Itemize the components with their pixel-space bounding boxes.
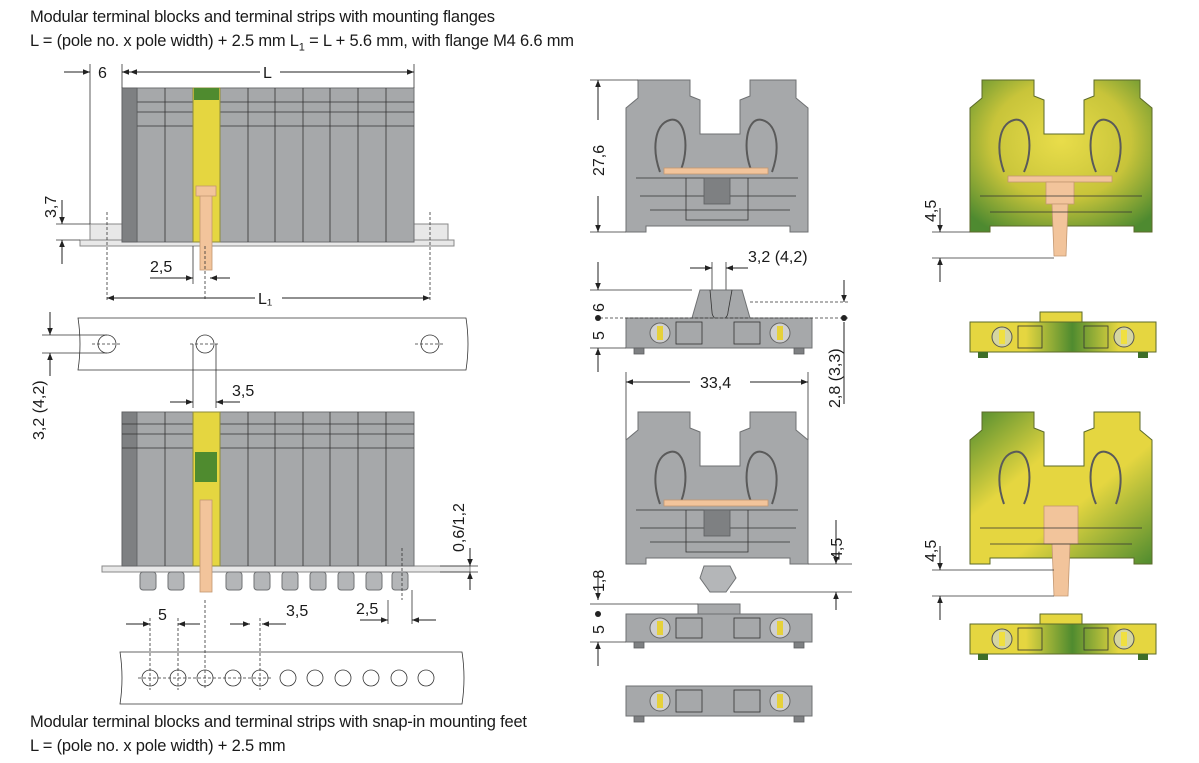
dim-slot-width: 3,2 (4,2) — [748, 249, 808, 266]
dim-length-L: L — [263, 65, 272, 82]
gray-block-snapin-top — [625, 603, 813, 649]
dim-pitch-2-5-b: 2,5 — [356, 601, 378, 618]
dim-pitch-3-5-a: 3,5 — [232, 383, 254, 400]
dim-ground-4-5-bottom: 4,5 — [923, 540, 940, 562]
dim-pitch-2-5-a: 2,5 — [150, 259, 172, 276]
ground-block-flange-side — [969, 79, 1153, 257]
dim-block-width: 33,4 — [700, 375, 731, 392]
dim-hole-offset: 3,2 (4,2) — [31, 380, 48, 440]
dim-foot-4-5-a: 4,5 — [829, 538, 846, 560]
mounting-rail-holes: 3,2 (4,2) 3,5 — [31, 312, 469, 440]
formula-pre: L = (pole no. x pole width) + 2.5 mm L — [30, 32, 299, 50]
flanges-caption-formula: L = (pole no. x pole width) + 2.5 mm L1 … — [30, 30, 574, 58]
snapin-caption-title: Modular terminal blocks and terminal str… — [30, 713, 527, 731]
dim-top-5-a: 5 — [591, 331, 608, 340]
formula-post: = L + 5.6 mm, with flange M4 6.6 mm — [304, 32, 574, 50]
dim-flange-offset: 6 — [98, 65, 107, 82]
dim-top-1-8: 1,8 — [591, 570, 608, 592]
dim-pitch-5: 5 — [158, 607, 167, 624]
flange-strip-view: 6 L 3,7 2,5 L₁ — [43, 64, 455, 308]
flanges-caption-title: Modular terminal blocks and terminal str… — [30, 8, 495, 26]
ground-block-snapin-top — [969, 613, 1157, 660]
dim-rail-thickness: 0,6/1,2 — [451, 503, 468, 552]
snapin-caption-formula: L = (pole no. x pole width) + 2.5 mm — [30, 737, 286, 755]
dim-block-height: 27,6 — [591, 145, 608, 176]
gray-block-snapin-side — [625, 411, 809, 593]
dim-side-2-8: 2,8 (3,3) — [827, 348, 844, 408]
ground-block-flange — [192, 87, 221, 271]
dim-top-6: 6 — [591, 303, 608, 312]
dim-pitch-3-5-b: 3,5 — [286, 603, 308, 620]
snapin-strip-view: 0,6/1,2 — [101, 411, 478, 600]
gray-block-flange-side — [625, 79, 809, 233]
terminal-blocks-flange — [121, 87, 415, 243]
gray-block-bottom-view — [625, 685, 813, 723]
ground-block-flange-top — [969, 311, 1157, 358]
formula-subscript: 1 — [298, 41, 305, 54]
snapin-rail-holes: 5 3,5 2,5 — [119, 590, 465, 705]
gray-block-flange-top: 3,2 (4,2) — [600, 249, 850, 355]
dim-height-flange: 3,7 — [43, 196, 60, 218]
dim-length-L1: L₁ — [258, 291, 272, 308]
dim-ground-4-5-top: 4,5 — [923, 200, 940, 222]
ground-block-snapin-side — [969, 411, 1153, 597]
dim-top-5-b: 5 — [591, 625, 608, 634]
